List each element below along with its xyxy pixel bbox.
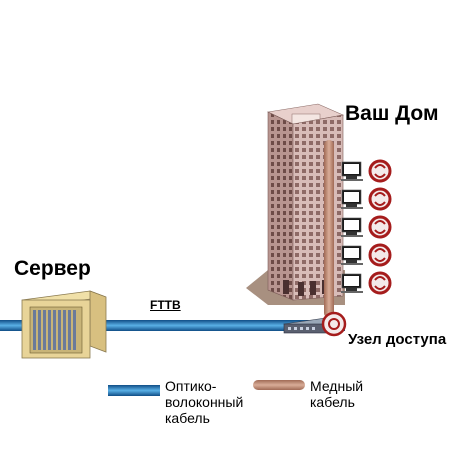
computer-icon [341,161,363,181]
server-label: Сервер [14,257,91,280]
server-rack [21,290,107,359]
router-icon [368,159,392,183]
router-icon [368,215,392,239]
access-node-label: Узел доступа [348,331,447,348]
router-icon [368,271,392,295]
router-icon [368,187,392,211]
router-icon [368,243,392,267]
fttb-label: FTTB [150,298,181,312]
computer-icon [341,217,363,237]
computer-icon [341,245,363,265]
computers-column [341,159,392,295]
fiber-cable [0,320,345,331]
legend-copper-label: Медный кабель [310,378,364,410]
computer-icon [341,189,363,209]
access-node [283,311,347,337]
legend-fiber-label: Оптико-волоконный кабель [165,378,244,426]
home-label: Ваш Дом [345,102,439,125]
computer-icon [341,273,363,293]
copper-riser [324,140,334,318]
